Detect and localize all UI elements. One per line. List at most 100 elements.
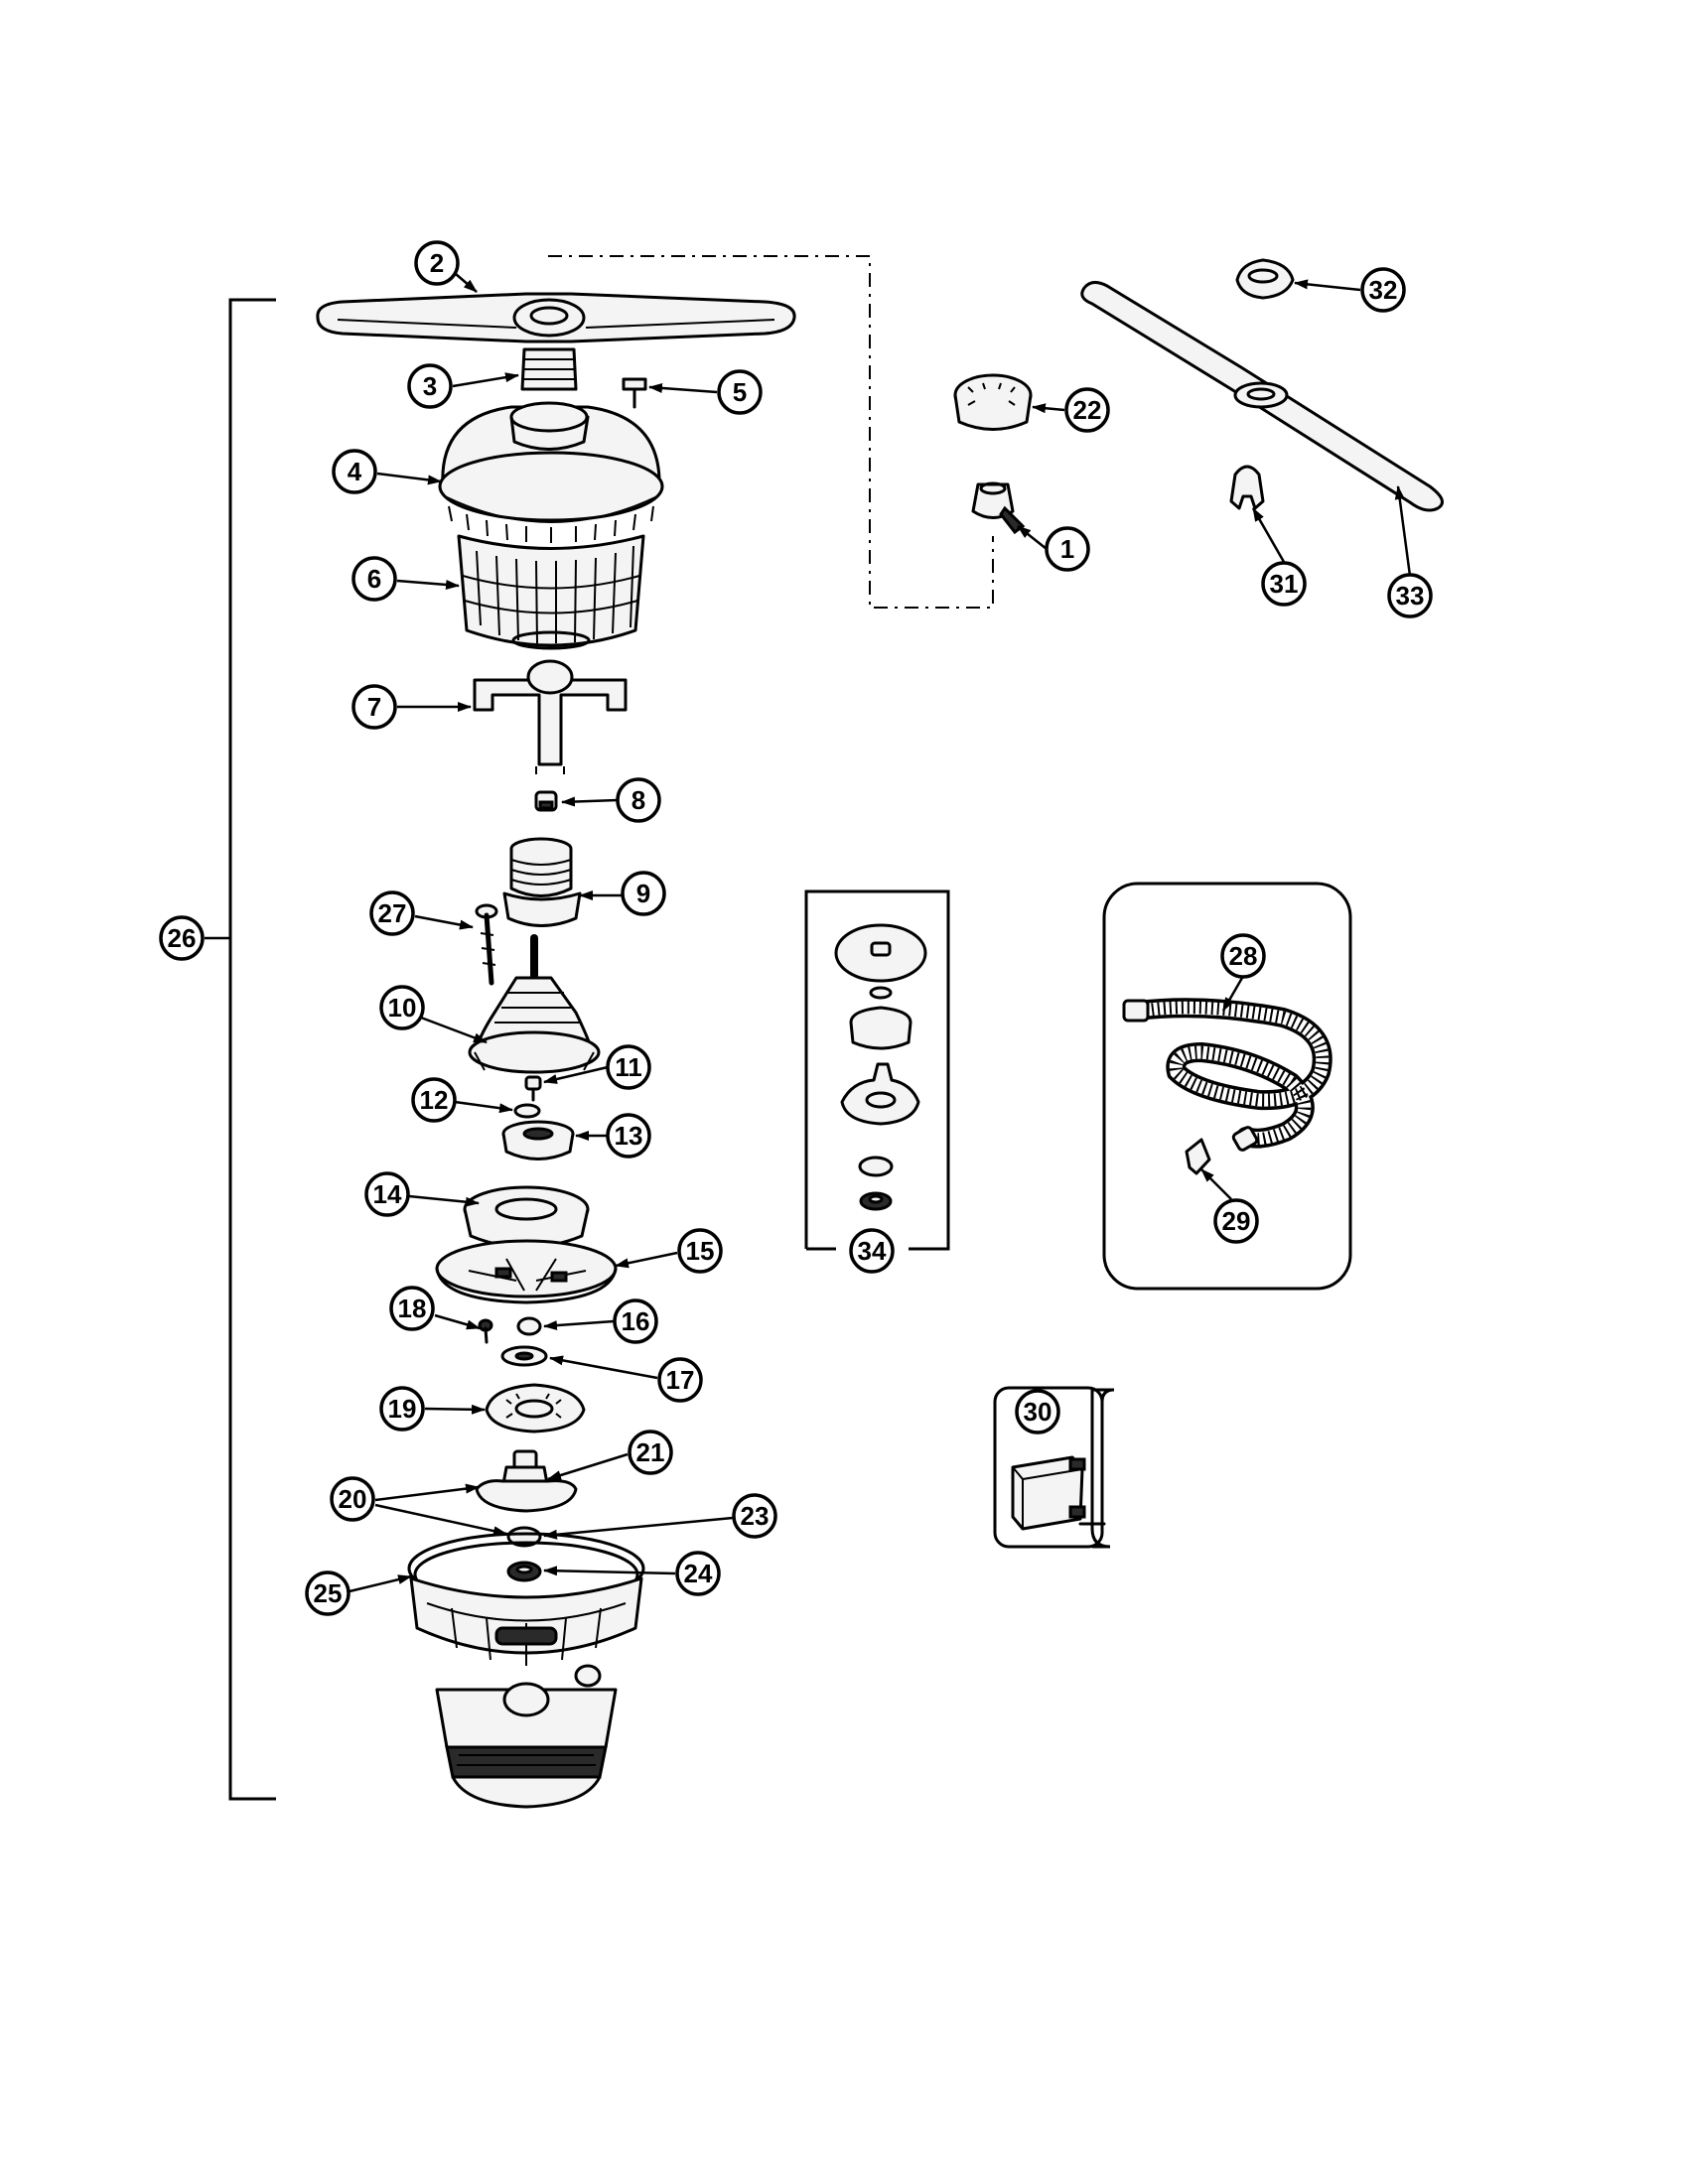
callout-24-label: 24 (684, 1559, 713, 1588)
callout-18: 18 (389, 1286, 435, 1331)
washer-17 (500, 1345, 548, 1367)
callout-32: 32 (1360, 267, 1406, 313)
callout-30: 30 (1015, 1389, 1060, 1434)
screw-5 (622, 377, 647, 409)
callout-29-label: 29 (1222, 1206, 1251, 1236)
callout-10-label: 10 (388, 993, 417, 1023)
callout-34: 34 (849, 1228, 895, 1274)
callout-28-label: 28 (1229, 941, 1258, 971)
callout-23-label: 23 (741, 1501, 770, 1531)
spray-arm-nut (520, 347, 578, 391)
callout-26-label: 26 (168, 923, 197, 953)
callout-8-label: 8 (632, 785, 645, 815)
impeller-plate (435, 1239, 618, 1304)
callout-23: 23 (732, 1493, 777, 1539)
filter-screen (457, 534, 645, 650)
callout-3: 3 (407, 363, 453, 409)
callout-18-label: 18 (398, 1294, 427, 1323)
callout-7: 7 (351, 684, 397, 730)
callout-27-label: 27 (378, 898, 407, 928)
callout-31-label: 31 (1270, 569, 1299, 599)
clip-1 (971, 481, 1026, 535)
callout-14: 14 (364, 1171, 410, 1217)
upper-spray-arm (1080, 281, 1444, 512)
callout-21: 21 (628, 1430, 673, 1475)
callout-26: 26 (159, 915, 205, 961)
long-bolt (475, 903, 498, 986)
hub-nut-32 (1235, 258, 1295, 300)
callout-9: 9 (621, 871, 666, 916)
pump-motor (435, 1682, 618, 1809)
callout-21-label: 21 (636, 1437, 665, 1467)
callout-12: 12 (411, 1077, 457, 1123)
callout-6: 6 (351, 556, 397, 602)
part-16 (516, 1316, 542, 1336)
motor-housing (468, 934, 601, 1074)
seal-24 (506, 1561, 542, 1582)
callout-29: 29 (1213, 1198, 1259, 1244)
callout-4: 4 (332, 449, 377, 494)
callout-25: 25 (305, 1570, 351, 1616)
callout-27: 27 (369, 890, 415, 936)
callout-2: 2 (414, 240, 460, 286)
callout-11-label: 11 (615, 1052, 642, 1082)
callout-19-label: 19 (388, 1394, 417, 1424)
o-ring-12 (513, 1103, 541, 1119)
callout-24: 24 (675, 1551, 721, 1596)
part-30-box (993, 1386, 1115, 1549)
callout-6-label: 6 (367, 564, 381, 594)
callout-17-label: 17 (666, 1365, 695, 1395)
impeller-cap (534, 790, 558, 812)
impeller-hub (475, 1449, 578, 1513)
pump-manifold (473, 659, 628, 774)
callout-9-label: 9 (636, 879, 650, 908)
callout-4-label: 4 (348, 457, 362, 486)
seal-23 (506, 1526, 542, 1548)
callout-13-label: 13 (615, 1121, 643, 1151)
callout-34-label: 34 (858, 1236, 887, 1266)
callout-5: 5 (717, 369, 763, 415)
callout-33: 33 (1387, 573, 1433, 618)
bearing-22 (953, 373, 1033, 431)
callout-20: 20 (330, 1476, 375, 1522)
lower-spray-arm (316, 292, 796, 343)
screw-18 (478, 1318, 493, 1344)
screw-11 (524, 1075, 542, 1102)
callout-31: 31 (1261, 561, 1307, 607)
callout-15: 15 (677, 1228, 723, 1274)
callout-17: 17 (657, 1357, 703, 1403)
leader-lines (349, 267, 1412, 1593)
clip-31 (1229, 465, 1265, 510)
callout-11: 11 (606, 1044, 651, 1090)
seal-kit-box (804, 889, 950, 1251)
callout-3-label: 3 (423, 371, 437, 401)
callout-30-label: 30 (1024, 1397, 1052, 1427)
callout-22-label: 22 (1073, 395, 1102, 425)
drain-hose-box (1102, 882, 1352, 1291)
callout-1-label: 1 (1060, 534, 1074, 564)
callout-5-label: 5 (733, 377, 747, 407)
pump-seal (501, 1120, 575, 1160)
callout-14-label: 14 (373, 1179, 402, 1209)
callout-8: 8 (616, 777, 661, 823)
callout-20-label: 20 (339, 1484, 367, 1514)
callout-19: 19 (379, 1386, 425, 1432)
callout-12-label: 12 (420, 1085, 449, 1115)
callout-16-label: 16 (622, 1306, 650, 1336)
callout-13: 13 (606, 1113, 651, 1159)
callout-22: 22 (1064, 387, 1110, 433)
pump-dome-cover (438, 401, 664, 543)
callout-28: 28 (1220, 933, 1266, 979)
callout-7-label: 7 (367, 692, 381, 722)
chopper-plate (485, 1383, 586, 1433)
assembly-bracket (228, 298, 276, 1801)
pump-cylinder (502, 837, 582, 927)
gasket-ring (463, 1185, 590, 1249)
callout-1: 1 (1045, 526, 1090, 572)
callout-10: 10 (379, 985, 425, 1030)
callout-2-label: 2 (430, 248, 444, 278)
callout-32-label: 32 (1369, 275, 1398, 305)
callout-15-label: 15 (686, 1236, 715, 1266)
pump-base (407, 1532, 645, 1688)
